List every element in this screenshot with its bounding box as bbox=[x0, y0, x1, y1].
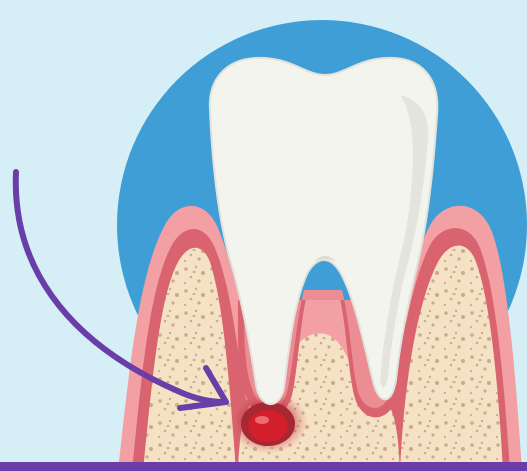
abscess-highlight bbox=[255, 416, 269, 424]
abscess-core bbox=[248, 410, 288, 442]
bottom-bar bbox=[0, 462, 527, 471]
